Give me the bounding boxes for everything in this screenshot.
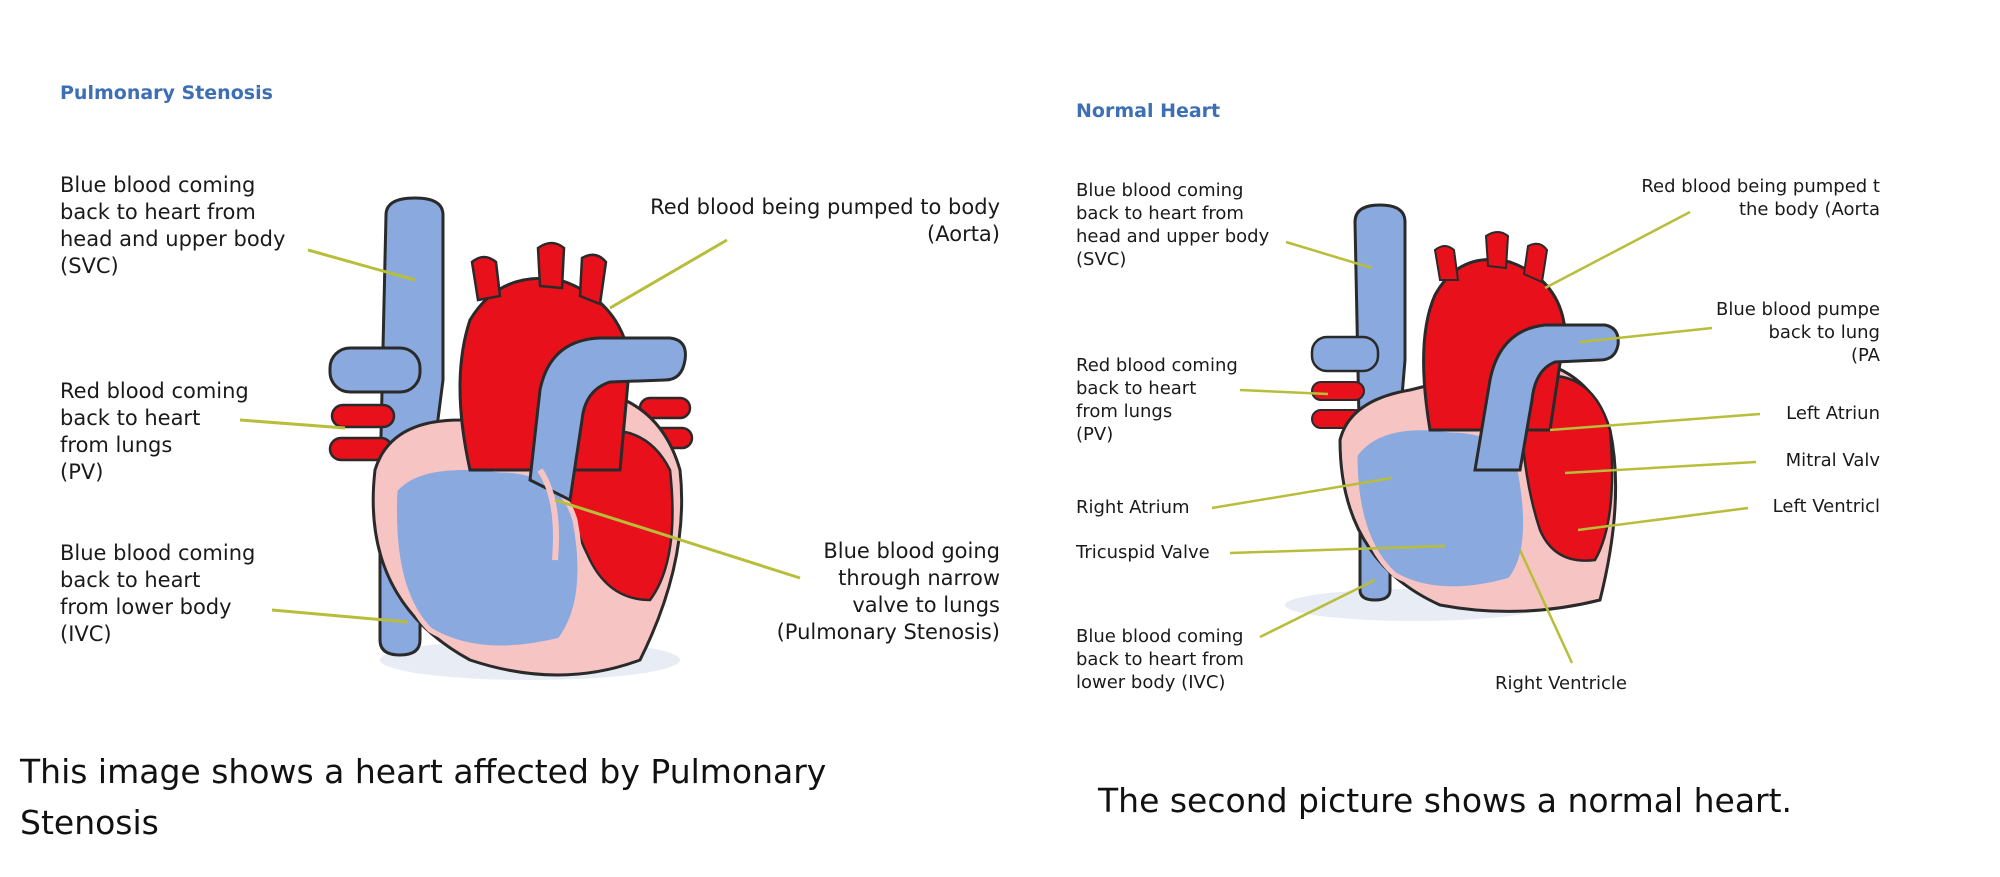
leader-ivc	[1259, 578, 1376, 639]
leader-stenosis	[554, 498, 801, 580]
pulmonary-stenosis-heart-illustration	[239, 196, 801, 680]
leader-pv	[1239, 388, 1329, 396]
label-tricuspid-valve: Tricuspid Valve	[1076, 542, 1210, 563]
label-ivc: Blue blood coming back to heart from low…	[1076, 626, 1244, 693]
label-aorta: Red blood being pumped t the body (Aorta	[1641, 176, 1880, 220]
diagram-title: Pulmonary Stenosis	[60, 82, 273, 104]
label-right-atrium: Right Atrium	[1076, 497, 1190, 518]
label-right-ventricle: Right Ventricle	[1495, 673, 1627, 694]
pulmonary-artery	[528, 336, 687, 503]
leader-aorta	[609, 238, 728, 310]
label-ivc: Blue blood coming back to heart from low…	[60, 541, 256, 646]
septum	[537, 468, 559, 561]
leader-tricuspid	[1229, 544, 1446, 555]
leader-mitral	[1564, 460, 1757, 475]
caption-left: This image shows a heart affected by Pul…	[20, 752, 827, 842]
leader-pa	[1579, 326, 1713, 344]
aorta-branch-1	[1433, 245, 1460, 281]
caption-right: The second picture shows a normal heart.	[1098, 781, 1793, 820]
label-mitral-valve: Mitral Valv	[1785, 450, 1880, 471]
leader-aorta	[1544, 210, 1691, 290]
label-left-atrium: Left Atriun	[1786, 403, 1880, 424]
upper-left-vessel	[328, 346, 422, 394]
aorta-branch-2	[1484, 231, 1510, 270]
aorta-branch-2	[536, 241, 566, 290]
leader-right-atrium	[1211, 476, 1393, 510]
pulmonary-stenosis-panel: Pulmonary Stenosis Blue b	[20, 82, 1000, 842]
leader-left-atrium	[1549, 412, 1761, 432]
label-stenosis: Blue blood going through narrow valve to…	[776, 539, 1000, 644]
aorta-branch-3	[1522, 242, 1549, 284]
leader-ivc	[271, 608, 409, 624]
diagram-title: Normal Heart	[1076, 100, 1221, 122]
pulmonary-vein-upper	[1311, 381, 1365, 401]
label-left-ventricle: Left Ventricl	[1772, 496, 1880, 517]
normal-heart-illustration	[1211, 203, 1761, 664]
label-pv: Red blood coming back to heart from lung…	[60, 379, 249, 484]
upper-left-vessel	[1310, 335, 1380, 373]
leader-svc	[1285, 240, 1373, 270]
label-svc: Blue blood coming back to heart from hea…	[1076, 180, 1270, 270]
pulmonary-artery	[1473, 323, 1620, 472]
label-aorta: Red blood being pumped to body (Aorta)	[650, 195, 1000, 246]
label-pv: Red blood coming back to heart from lung…	[1076, 355, 1238, 445]
leader-left-ventricle	[1577, 506, 1749, 532]
pulmonary-vein-upper	[330, 403, 396, 429]
leader-pv	[239, 418, 346, 430]
leader-svc	[307, 248, 416, 282]
normal-heart-panel: Normal Heart Blue blood coming back	[1050, 0, 2000, 877]
label-pulmonary-artery: Blue blood pumpe back to lung (PA	[1715, 299, 1880, 366]
aorta-branch-3	[578, 253, 608, 306]
label-svc: Blue blood coming back to heart from hea…	[60, 173, 286, 278]
leader-right-ventricle	[1518, 549, 1574, 664]
aorta-branch-1	[470, 255, 502, 302]
